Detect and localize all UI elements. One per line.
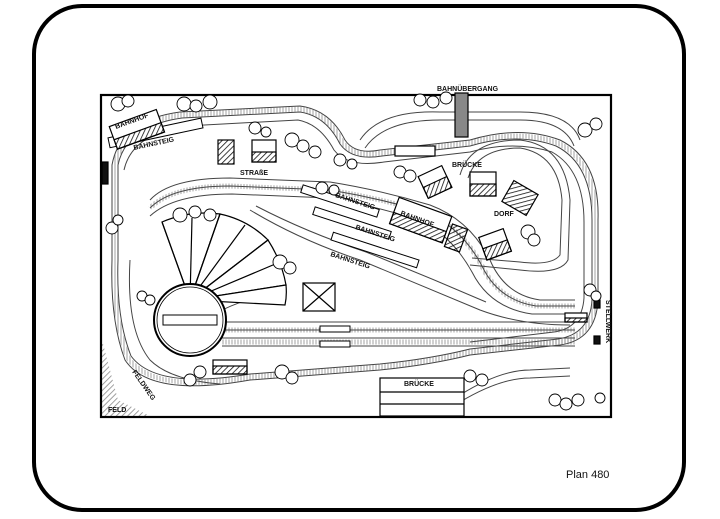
scenery-trees <box>105 91 606 411</box>
bridges <box>379 92 469 417</box>
label-dorf: DORF <box>494 211 515 218</box>
buildings <box>101 108 601 375</box>
turntable-roundhouse <box>153 212 287 357</box>
label-bahnuebergang: BAHNÜBERGANG <box>437 84 499 93</box>
plan-caption: Plan 480 <box>566 469 610 481</box>
label-bruecke-bottom: BRÜCKE <box>404 379 434 388</box>
label-stellwerk: STELLWERK <box>604 300 611 343</box>
label-feld: FELD <box>108 407 126 414</box>
field-area <box>102 340 150 416</box>
label-strasse: STRAßE <box>240 170 268 177</box>
label-bruecke-top: BRÜCKE <box>452 160 482 169</box>
